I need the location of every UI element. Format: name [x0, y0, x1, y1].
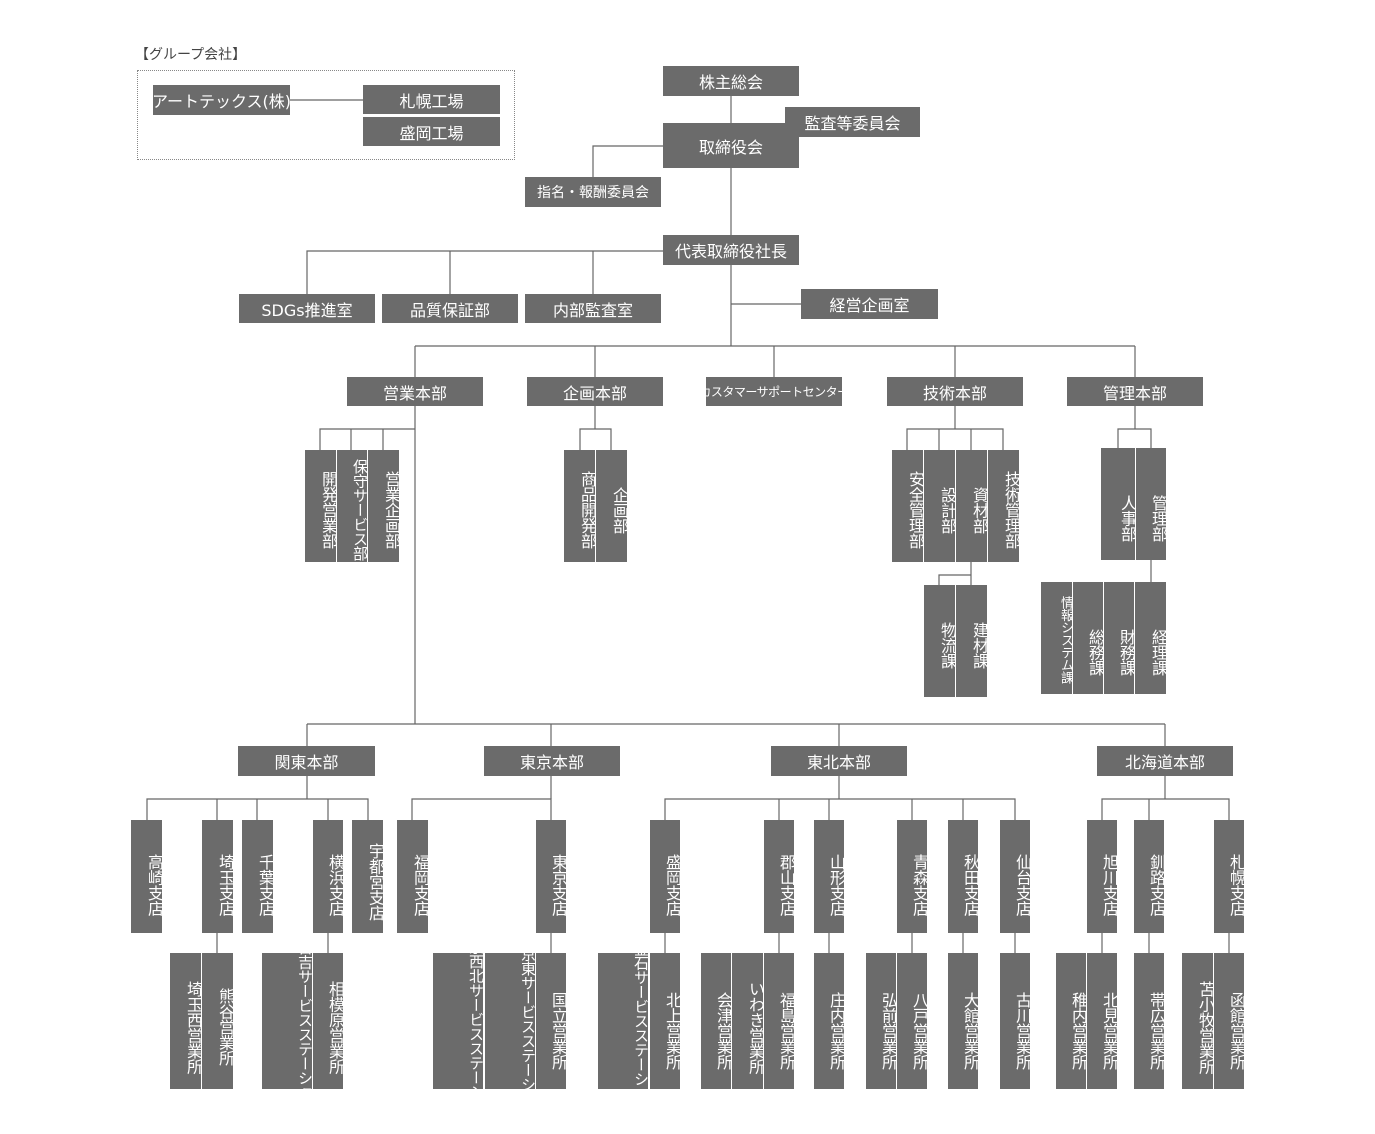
office-sagamihara: 相模原営業所 [313, 953, 345, 1089]
dept-technical-management: 技術管理部 [988, 450, 1021, 562]
office-tomakomai: 苫小牧営業所 [1182, 953, 1215, 1089]
branch-aomori: 青森支店 [897, 820, 929, 933]
section-finance: 財務課 [1104, 582, 1136, 694]
dept-planning: 企画部 [596, 450, 629, 562]
office-iwaki: いわき営業所 [732, 953, 765, 1089]
tohoku-hq-box: 東北本部 [771, 746, 907, 776]
nomination-committee-box: 指名・報酬委員会 [525, 177, 661, 207]
branch-akita: 秋田支店 [948, 820, 980, 933]
president-box: 代表取締役社長 [663, 235, 799, 265]
office-saitama-nishi: 埼玉西営業所 [170, 953, 203, 1089]
office-hakodate: 函館営業所 [1214, 953, 1246, 1089]
audit-committee-box: 監査等委員会 [785, 107, 920, 137]
office-kumagaya: 熊谷営業所 [202, 953, 235, 1089]
office-obihiro: 帯広営業所 [1134, 953, 1166, 1089]
branch-fukuoka: 福岡支店 [397, 820, 430, 933]
branch-sapporo: 札幌支店 [1214, 820, 1246, 933]
hokkaido-hq-box: 北海道本部 [1097, 746, 1233, 776]
office-aizu: 会津営業所 [701, 953, 733, 1089]
station-hiyoshi: 日吉サービスステーション [262, 940, 314, 1114]
office-wakkanai: 稚内営業所 [1056, 953, 1088, 1089]
section-general-affairs: 総務課 [1073, 582, 1105, 694]
office-kunitachi: 国立営業所 [536, 953, 568, 1089]
office-hirosaki: 弘前営業所 [866, 953, 898, 1089]
branch-kushiro: 釧路支店 [1134, 820, 1166, 933]
dept-design: 設計部 [924, 450, 957, 562]
internal-audit-box: 内部監査室 [525, 294, 661, 323]
branch-yokohama: 横浜支店 [313, 820, 345, 933]
corporate-planning-box: 経営企画室 [801, 289, 938, 319]
station-tokyo-higashi: 東京東サービスステーション [485, 932, 537, 1120]
planning-division-box: 企画本部 [527, 377, 663, 406]
quality-assurance-box: 品質保証部 [382, 294, 518, 323]
dept-product-development: 商品開発部 [564, 450, 597, 562]
tokyo-hq-box: 東京本部 [484, 746, 620, 776]
office-furukawa: 古川営業所 [1000, 953, 1032, 1089]
dept-maintenance-service: 保守サービス部 [337, 450, 369, 562]
dept-development-sales: 開発営業部 [305, 450, 338, 562]
sales-division-box: 営業本部 [347, 377, 483, 406]
office-kitami: 北見営業所 [1087, 953, 1119, 1089]
branch-koriyama: 郡山支店 [764, 820, 796, 933]
dept-management: 管理部 [1136, 448, 1168, 560]
office-odate: 大館営業所 [948, 953, 980, 1089]
section-building-materials: 建材課 [956, 585, 989, 697]
sdgs-office-box: SDGs推進室 [239, 294, 375, 323]
group-companies-frame [137, 70, 515, 160]
section-logistics: 物流課 [924, 585, 957, 697]
branch-utsunomiya: 宇都宮支店 [352, 820, 385, 933]
customer-support-box: カスタマーサポートセンター [699, 377, 849, 406]
branch-tokyo: 東京支店 [536, 820, 568, 933]
office-kitakami: 北上営業所 [650, 953, 682, 1089]
branch-sendai: 仙台支店 [1000, 820, 1032, 933]
section-information-systems: 情報システム課 [1041, 582, 1073, 694]
shareholders-meeting-box: 株主総会 [663, 66, 799, 96]
group-companies-label: 【グループ会社】 [135, 47, 247, 63]
plant-sapporo-box: 札幌工場 [363, 85, 500, 114]
branch-morioka: 盛岡支店 [650, 820, 682, 933]
branch-takasaki: 高崎支店 [131, 820, 164, 933]
plant-morioka-box: 盛岡工場 [363, 117, 500, 146]
branch-asahikawa: 旭川支店 [1087, 820, 1119, 933]
office-fukushima: 福島営業所 [764, 953, 796, 1089]
kanto-hq-box: 関東本部 [238, 746, 375, 776]
branch-chiba: 千葉支店 [242, 820, 275, 933]
branch-saitama: 埼玉支店 [202, 820, 235, 933]
station-tokyo-seihoku: 東京西北サービスステーション [433, 925, 485, 1128]
section-accounting: 経理課 [1135, 582, 1168, 694]
subsidiary-box: アートテックス(株) [152, 85, 291, 115]
dept-sales-planning: 営業企画部 [368, 450, 401, 562]
dept-materials: 資材部 [956, 450, 989, 562]
dept-safety-management: 安全管理部 [892, 450, 925, 562]
admin-division-box: 管理本部 [1067, 377, 1203, 406]
office-hachinohe: 八戸営業所 [897, 953, 929, 1089]
office-shonai: 庄内営業所 [814, 953, 846, 1089]
dept-human-resources: 人事部 [1101, 448, 1137, 560]
board-of-directors-box: 取締役会 [663, 123, 799, 168]
technical-division-box: 技術本部 [887, 377, 1023, 406]
branch-yamagata: 山形支店 [814, 820, 846, 933]
station-kamaishi: 釜石サービスステーション [598, 941, 650, 1115]
